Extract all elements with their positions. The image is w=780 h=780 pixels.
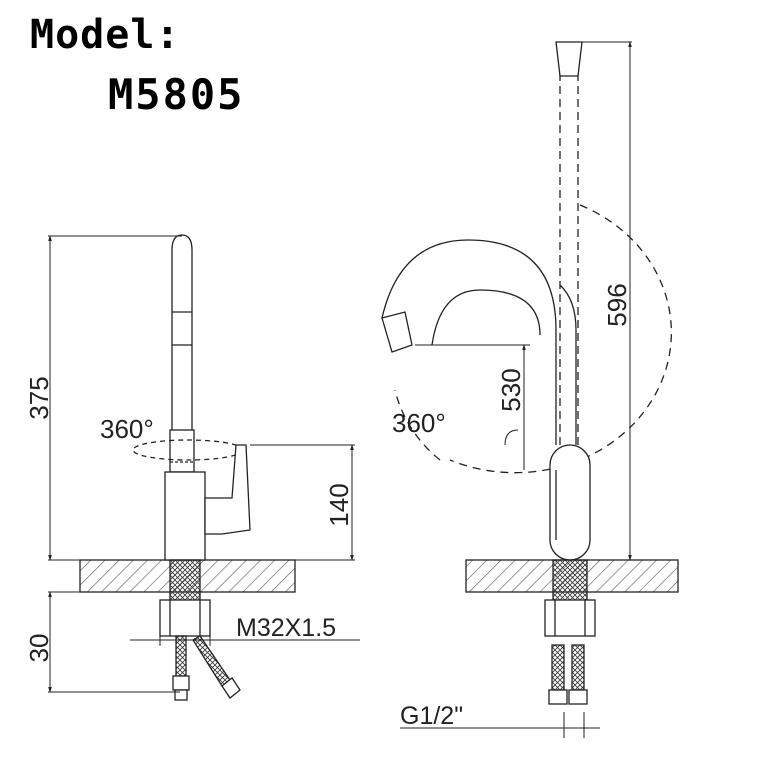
left-hose-2 — [192, 635, 231, 687]
right-hose-1 — [551, 644, 565, 691]
left-dim-30-label: 30 — [24, 634, 54, 663]
left-handle — [204, 444, 251, 535]
left-nut — [159, 599, 211, 637]
left-spout-tube — [171, 234, 193, 452]
right-hose-2 — [571, 644, 585, 691]
left-view — [48, 234, 360, 701]
right-spout — [381, 239, 577, 445]
right-dim-530-label: 530 — [496, 368, 526, 411]
right-dim-596-label: 596 — [602, 283, 632, 326]
left-dim-140-label: 140 — [324, 483, 354, 526]
left-body — [164, 471, 206, 561]
right-view — [381, 41, 679, 738]
right-inlet-label: G1/2" — [400, 702, 463, 730]
right-rotation-label: 360° — [392, 408, 446, 438]
left-hose-1 — [175, 635, 187, 677]
left-dim-375-label: 375 — [24, 376, 54, 419]
left-thread-label: M32X1.5 — [236, 614, 336, 642]
right-swing-arc — [449, 204, 672, 474]
model-number: M5805 — [108, 70, 245, 119]
right-raised-spout-tip — [555, 41, 583, 77]
right-nut — [544, 599, 596, 637]
model-label: Model: — [30, 12, 181, 58]
left-rotation-label: 360° — [100, 414, 154, 444]
